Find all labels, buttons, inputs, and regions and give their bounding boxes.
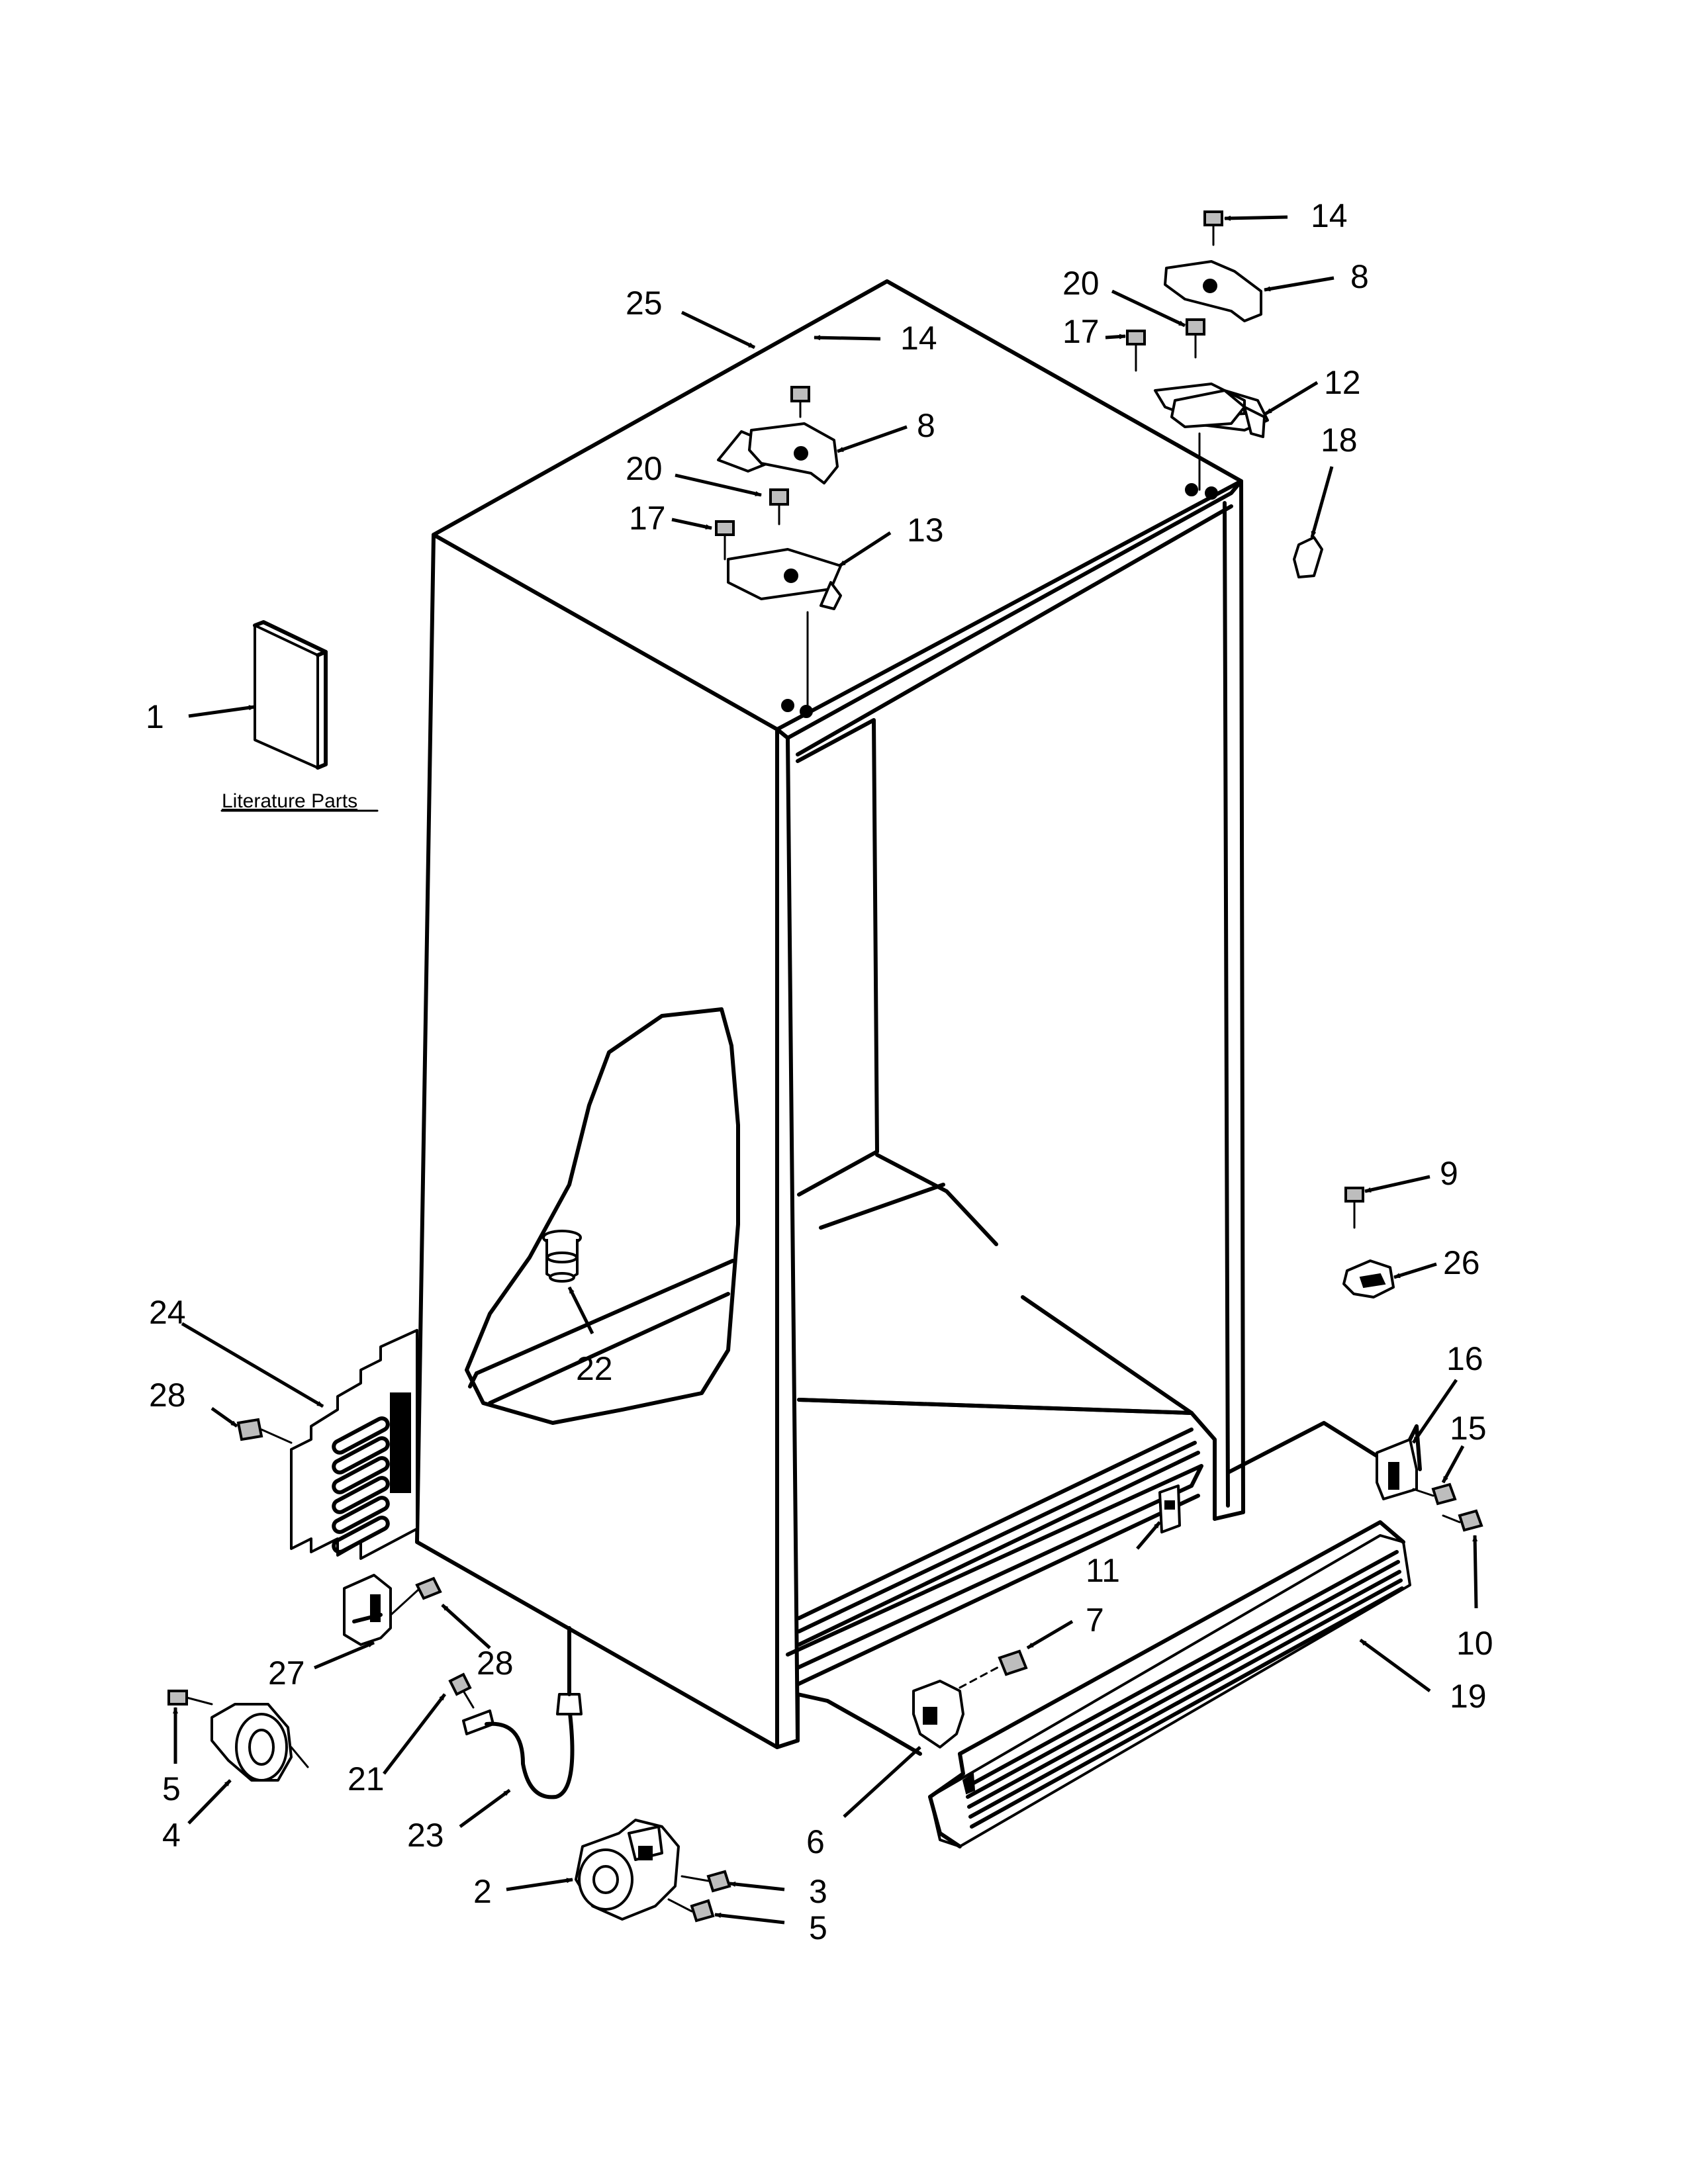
literature-parts-label: Literature Parts bbox=[222, 790, 357, 812]
callout-20-left: 20 bbox=[626, 450, 663, 487]
callout-5-left: 5 bbox=[162, 1770, 181, 1807]
hinge-bracket-right bbox=[1170, 389, 1266, 438]
screw-28-bottom bbox=[386, 1576, 442, 1619]
bracket-27 bbox=[343, 1574, 392, 1646]
callout-5-right: 5 bbox=[809, 1909, 827, 1946]
callout-28-bottom: 28 bbox=[477, 1645, 514, 1682]
callout-4: 4 bbox=[162, 1817, 181, 1854]
callout-26: 26 bbox=[1443, 1244, 1480, 1281]
clip-11 bbox=[1158, 1484, 1181, 1533]
cabinet-outline bbox=[415, 279, 1379, 1756]
callout-27: 27 bbox=[268, 1655, 305, 1692]
callout-17-left: 17 bbox=[629, 500, 666, 537]
callout-11: 11 bbox=[1086, 1552, 1120, 1589]
hinge-cover-left bbox=[748, 422, 839, 484]
callout-28-top: 28 bbox=[149, 1377, 186, 1414]
callout-12: 12 bbox=[1324, 364, 1361, 401]
callout-7: 7 bbox=[1086, 1602, 1104, 1639]
screw-7 bbox=[959, 1649, 1028, 1689]
callout-labels: 1 25 14 14 8 8 20 20 17 17 12 13 18 9 26… bbox=[146, 197, 1493, 1946]
callout-10: 10 bbox=[1456, 1625, 1493, 1662]
callout-24: 24 bbox=[149, 1294, 186, 1331]
callout-13: 13 bbox=[907, 512, 944, 549]
screw-28-top bbox=[236, 1418, 293, 1444]
callout-22: 22 bbox=[576, 1350, 613, 1387]
callout-19: 19 bbox=[1450, 1678, 1487, 1715]
tube-23 bbox=[485, 1626, 583, 1799]
hinge-16 bbox=[1376, 1424, 1422, 1500]
screw-17-left bbox=[715, 520, 735, 561]
screw-10 bbox=[1442, 1509, 1483, 1532]
literature-booklet bbox=[253, 620, 328, 770]
grille-24 bbox=[290, 1329, 418, 1560]
callout-3: 3 bbox=[809, 1873, 827, 1910]
callout-23: 23 bbox=[407, 1817, 444, 1854]
screw-3 bbox=[680, 1870, 731, 1893]
callout-2: 2 bbox=[473, 1873, 492, 1910]
callout-6: 6 bbox=[806, 1823, 825, 1860]
screw-15 bbox=[1412, 1482, 1457, 1506]
callout-20-right: 20 bbox=[1062, 265, 1100, 302]
callout-8-left: 8 bbox=[917, 407, 935, 444]
callout-14-left: 14 bbox=[900, 320, 937, 357]
bracket-6 bbox=[912, 1680, 964, 1749]
shim-18 bbox=[1293, 536, 1323, 578]
screw-5-left bbox=[167, 1690, 213, 1706]
callout-8-right: 8 bbox=[1350, 258, 1369, 295]
callout-17-right: 17 bbox=[1062, 313, 1100, 350]
screw-20-right bbox=[1186, 318, 1205, 359]
grille-slots bbox=[332, 1392, 411, 1554]
roller-2 bbox=[575, 1819, 680, 1921]
callout-14-right: 14 bbox=[1311, 197, 1348, 234]
leader-arrows bbox=[173, 215, 1478, 1925]
screw-5-right bbox=[667, 1898, 715, 1923]
screw-17-right bbox=[1126, 330, 1146, 372]
callout-25: 25 bbox=[626, 285, 663, 322]
screw-14-left bbox=[790, 386, 810, 418]
callout-15: 15 bbox=[1450, 1410, 1487, 1447]
callout-16: 16 bbox=[1446, 1340, 1483, 1377]
callout-1: 1 bbox=[146, 698, 164, 735]
callout-9: 9 bbox=[1440, 1155, 1458, 1192]
roller-22 bbox=[542, 1230, 582, 1283]
screw-9 bbox=[1344, 1187, 1364, 1229]
roller-4 bbox=[211, 1703, 309, 1782]
cutaway-window bbox=[465, 1007, 740, 1425]
toe-grille-19 bbox=[928, 1520, 1411, 1848]
callout-18: 18 bbox=[1321, 422, 1358, 459]
bracket-26 bbox=[1342, 1259, 1395, 1298]
screw-14-right bbox=[1203, 210, 1223, 246]
screw-20-left bbox=[769, 488, 789, 525]
hinge-cover-right bbox=[1164, 260, 1262, 322]
callout-21: 21 bbox=[348, 1760, 385, 1797]
